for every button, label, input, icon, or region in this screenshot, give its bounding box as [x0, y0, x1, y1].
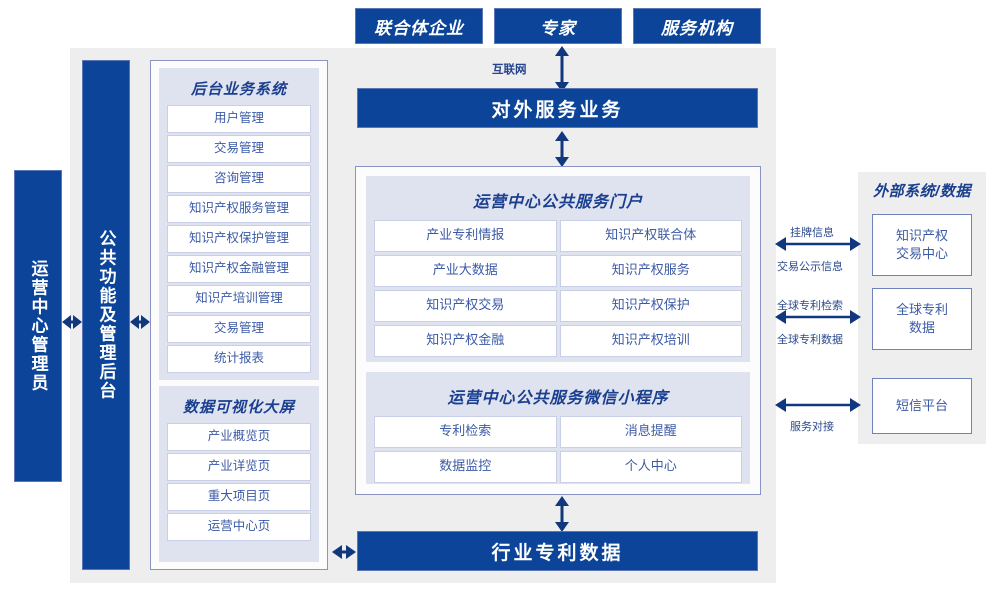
- portal-item[interactable]: 知识产权保护: [559, 290, 742, 322]
- public-portal-group: 运营中心公共服务门户 产业专利情报 知识产权联合体 产业大数据 知识产权服务 知…: [366, 176, 750, 362]
- backend-item[interactable]: 知识产权金融管理: [167, 255, 311, 283]
- backend-item[interactable]: 用户管理: [167, 105, 311, 133]
- backend-item[interactable]: 交易管理: [167, 315, 311, 343]
- wechat-miniprogram-title: 运营中心公共服务微信小程序: [447, 390, 669, 407]
- wechat-miniprogram-group: 运营中心公共服务微信小程序 专利检索 消息提醒 数据监控 个人中心: [366, 372, 750, 484]
- portal-item[interactable]: 知识产权交易: [374, 290, 557, 322]
- external-link-label-service-docking: 服务对接: [790, 421, 834, 433]
- internet-label: 互联网: [492, 64, 527, 76]
- external-service-bar-label: 对外服务业务: [491, 99, 624, 121]
- dataviz-item[interactable]: 重大项目页: [167, 483, 311, 511]
- portal-item[interactable]: 知识产权金融: [374, 325, 557, 357]
- portal-item[interactable]: 知识产权培训: [559, 325, 742, 357]
- actor-label: 服务机构: [661, 18, 733, 38]
- operator-to-platform-arrow: [62, 315, 82, 329]
- external-link-arrow-trading: [775, 237, 861, 251]
- actor-label: 专家: [540, 18, 576, 38]
- industry-patent-data-bar[interactable]: 行业专利数据: [357, 531, 758, 571]
- external-link-label-patent-data: 全球专利数据: [777, 334, 843, 346]
- internet-connector-arrow: [555, 46, 569, 92]
- dataviz-item[interactable]: 运营中心页: [167, 513, 311, 541]
- portal-item[interactable]: 知识产权联合体: [559, 220, 742, 252]
- external-box-text: 短信平台: [895, 398, 948, 414]
- external-service-bar[interactable]: 对外服务业务: [357, 88, 758, 128]
- miniprogram-item[interactable]: 个人中心: [559, 451, 742, 483]
- portal-item[interactable]: 产业大数据: [374, 255, 557, 287]
- miniprogram-item[interactable]: 消息提醒: [559, 416, 742, 448]
- external-box-sms-platform[interactable]: 短信平台: [872, 378, 972, 434]
- data-visualization-title: 数据可视化大屏: [182, 399, 295, 416]
- backend-system-title: 后台业务系统: [190, 81, 287, 98]
- platform-admin-label: 公共功能及管理后台: [96, 229, 116, 401]
- miniprogram-item[interactable]: 数据监控: [374, 451, 557, 483]
- dataviz-item[interactable]: 产业详览页: [167, 453, 311, 481]
- actor-label: 联合体企业: [374, 18, 464, 38]
- external-box-global-patent-data[interactable]: 全球专利 数据: [872, 288, 972, 350]
- backend-item[interactable]: 交易管理: [167, 135, 311, 163]
- backend-item[interactable]: 知识产权保护管理: [167, 225, 311, 253]
- external-link-arrow-sms: [775, 398, 861, 412]
- actor-box-expert[interactable]: 专家: [494, 8, 622, 44]
- portal-item[interactable]: 知识产权服务: [559, 255, 742, 287]
- backend-item[interactable]: 咨询管理: [167, 165, 311, 193]
- backend-system-group: 后台业务系统 用户管理 交易管理 咨询管理 知识产权服务管理 知识产权保护管理 …: [159, 68, 319, 380]
- service-to-portal-arrow: [555, 131, 569, 167]
- platform-admin-bar[interactable]: 公共功能及管理后台: [82, 60, 130, 570]
- portal-to-industrydata-arrow: [555, 496, 569, 532]
- external-link-label-listing: 挂牌信息: [790, 227, 834, 239]
- backend-item[interactable]: 知识产权服务管理: [167, 195, 311, 223]
- external-box-text: 全球专利 数据: [895, 302, 948, 335]
- dataviz-item[interactable]: 产业概览页: [167, 423, 311, 451]
- backend-item[interactable]: 知识产培训管理: [167, 285, 311, 313]
- backend-to-industrydata-arrow: [332, 545, 356, 559]
- external-link-arrow-patent: [775, 310, 861, 324]
- industry-patent-data-label: 行业专利数据: [491, 542, 624, 564]
- platform-to-backend-arrow: [130, 315, 150, 329]
- data-visualization-group: 数据可视化大屏 产业概览页 产业详览页 重大项目页 运营中心页: [159, 386, 319, 562]
- public-portal-title: 运营中心公共服务门户: [472, 194, 643, 211]
- external-box-ip-trading-center[interactable]: 知识产权 交易中心: [872, 214, 972, 276]
- external-link-label-patent-search: 全球专利检索: [777, 300, 843, 312]
- operator-role-bar[interactable]: 运营中心管理员: [14, 170, 62, 482]
- external-link-label-trade-public: 交易公示信息: [777, 261, 843, 273]
- external-systems-title: 外部系统/数据: [873, 183, 971, 200]
- actor-box-consortium[interactable]: 联合体企业: [355, 8, 483, 44]
- operator-role-label: 运营中心管理员: [28, 259, 48, 393]
- miniprogram-item[interactable]: 专利检索: [374, 416, 557, 448]
- actor-box-service-agency[interactable]: 服务机构: [633, 8, 761, 44]
- backend-item[interactable]: 统计报表: [167, 345, 311, 373]
- portal-item[interactable]: 产业专利情报: [374, 220, 557, 252]
- external-box-text: 知识产权 交易中心: [895, 228, 948, 261]
